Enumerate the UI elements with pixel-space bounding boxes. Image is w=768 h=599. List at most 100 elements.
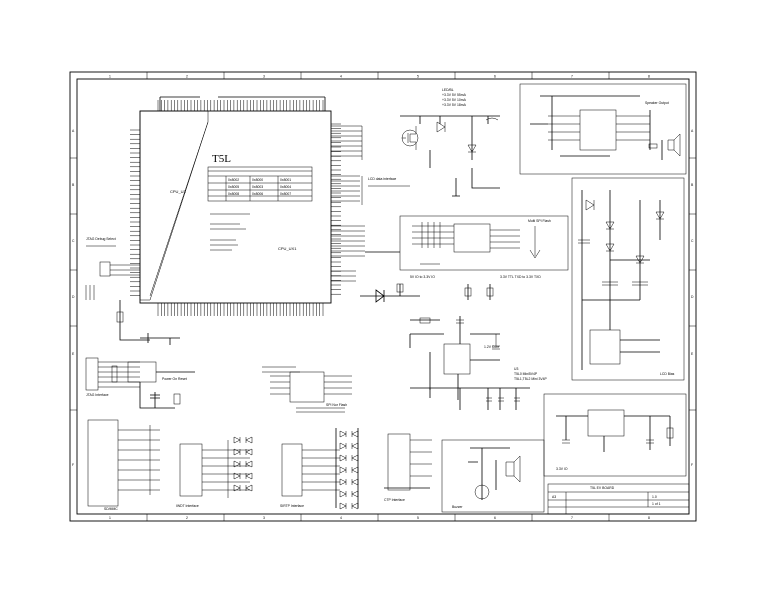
table-cell: 0x8003 (252, 185, 263, 189)
esd-diode (233, 436, 241, 444)
esd-diode (245, 472, 253, 480)
col-label: 4 (340, 75, 342, 79)
col-label: 4 (340, 516, 342, 520)
esd-diode (339, 442, 347, 450)
esd-diode (351, 454, 359, 462)
esd-diode (245, 436, 253, 444)
ctp-label: CTP Interface (384, 498, 405, 502)
resistor (116, 311, 124, 323)
esd-diode (339, 502, 347, 510)
esd-diode (339, 490, 347, 498)
cpu-left-pins (130, 129, 140, 296)
esd-diode (351, 442, 359, 450)
esd-diode (351, 430, 359, 438)
table-cell: 0x8007 (280, 192, 291, 196)
lcd-bl-note: +3.3V 5V 18mA (442, 103, 467, 107)
col-label: 2 (186, 516, 188, 520)
row-labels: A B C D E F A B C D E F (72, 129, 694, 467)
led-backlight-driver: LED/BL +3.3V 5V 55mA +3.3V 5V 10mA +3.3V… (400, 88, 500, 197)
power-note: T5L1,T5L2 Mini 3V4P (514, 377, 548, 381)
table-cell: 0x8001 (280, 178, 291, 182)
level-shift-circuit (360, 283, 494, 303)
jtag-interface-label: JTAG Interface (86, 393, 109, 397)
row-label: F (691, 463, 693, 467)
sd-mmc-label: SD/MMC (104, 507, 118, 511)
esd-diode (351, 502, 359, 510)
col-label: 2 (186, 75, 188, 79)
esd-diode (339, 466, 347, 474)
core-regulator: 1.2V Core U3 T5L0 Mini5V4P T5L1,T5L2 Min… (409, 316, 548, 410)
iwdt-interface: IWDT Interface (176, 440, 250, 508)
esd-diode (339, 478, 347, 486)
table-cell: 0x8008 (228, 192, 239, 196)
table-cell: 0x8005 (228, 185, 239, 189)
power-on-reset-label: Power On Reset (162, 377, 187, 381)
col-label: 8 (648, 516, 650, 520)
sirtp-diodes (339, 430, 359, 510)
sirtp-interface: SIRTP Interface (280, 443, 340, 508)
column-labels: 1 2 3 4 5 6 7 8 1 2 3 4 5 6 7 8 (109, 75, 650, 521)
sd-mmc-connector: SD/MMC (87, 419, 160, 511)
lcd-bl-note: +3.3V 5V 55mA (442, 93, 467, 97)
esd-diode (339, 454, 347, 462)
table-cell: 0x8004 (280, 185, 291, 189)
buzzer-box: Buzzer (441, 439, 545, 513)
col-label: 8 (648, 75, 650, 79)
table-cell: 0x8000 (252, 178, 263, 182)
row-label: B (72, 183, 75, 187)
ldo-3v3: 3.3V IO (543, 393, 687, 477)
speaker-label: Speaker Output (645, 101, 669, 105)
col-label: 7 (571, 75, 573, 79)
level-shift-b-label: 3.3V TTL TXD to 3.3V TXD (500, 275, 541, 279)
row-label: E (691, 352, 694, 356)
cpu-address-table: 0x8000 0x8001 0x8002 0x8003 0x8004 0x800… (207, 166, 313, 202)
row-label: D (72, 295, 75, 299)
core-label: 1.2V Core (484, 345, 499, 349)
col-label: 7 (571, 516, 573, 520)
spi-nor-flash: SPI Nor Flash (262, 366, 352, 413)
esd-diode (351, 490, 359, 498)
ldo-label: 3.3V IO (556, 467, 568, 471)
row-label: D (691, 295, 694, 299)
cpu-right-label: CPU_UX1 (278, 246, 297, 251)
col-label: 3 (263, 75, 265, 79)
row-label: C (691, 239, 694, 243)
cpu-left-label: CPU_U3 (170, 189, 187, 194)
cpu-right-signals (331, 125, 365, 282)
esd-diode (351, 478, 359, 486)
title-block: T5L EV BOARD A3 1.0 1 of 1 (547, 483, 690, 515)
col-label: 1 (109, 75, 111, 79)
ctp-interface: CTP Interface (384, 433, 432, 502)
esd-diode (233, 472, 241, 480)
reset-net (140, 333, 180, 345)
lcd-bias-label: LCD Bias (660, 372, 675, 376)
table-cell: 0x8006 (252, 192, 263, 196)
sirtp-bus (335, 428, 359, 508)
title-rev: 1.0 (652, 495, 657, 499)
row-label: C (72, 239, 75, 243)
title-text: T5L EV BOARD (590, 486, 615, 490)
esd-diode (245, 460, 253, 468)
level-shift-a-label: 5V IO to 3.3V IO (410, 275, 435, 279)
cpu-top-pins (157, 100, 324, 111)
multi-spi-flash: Multi SPI Flash (399, 215, 569, 271)
title-sheet: 1 of 1 (652, 502, 661, 506)
title-size: A3 (552, 495, 556, 499)
lcd-bl-note: +3.3V 5V 10mA (442, 98, 467, 102)
lcd-bias: LCD Bias (571, 177, 685, 381)
table-cell: 0x8002 (228, 178, 239, 182)
col-label: 6 (494, 516, 496, 520)
esd-diode (339, 430, 347, 438)
iwdt-diodes (233, 436, 253, 492)
cpu-notes (210, 213, 250, 251)
col-label: 5 (417, 516, 419, 520)
esd-diode (245, 448, 253, 456)
speaker-output: Speaker Output (519, 83, 687, 175)
esd-diode (233, 448, 241, 456)
esd-diode (245, 484, 253, 492)
jtag-interface: JTAG Interface (85, 357, 140, 397)
cpu-top-bus (159, 96, 326, 111)
esd-diode (233, 484, 241, 492)
spi-nor-flash-label: SPI Nor Flash (326, 403, 347, 407)
